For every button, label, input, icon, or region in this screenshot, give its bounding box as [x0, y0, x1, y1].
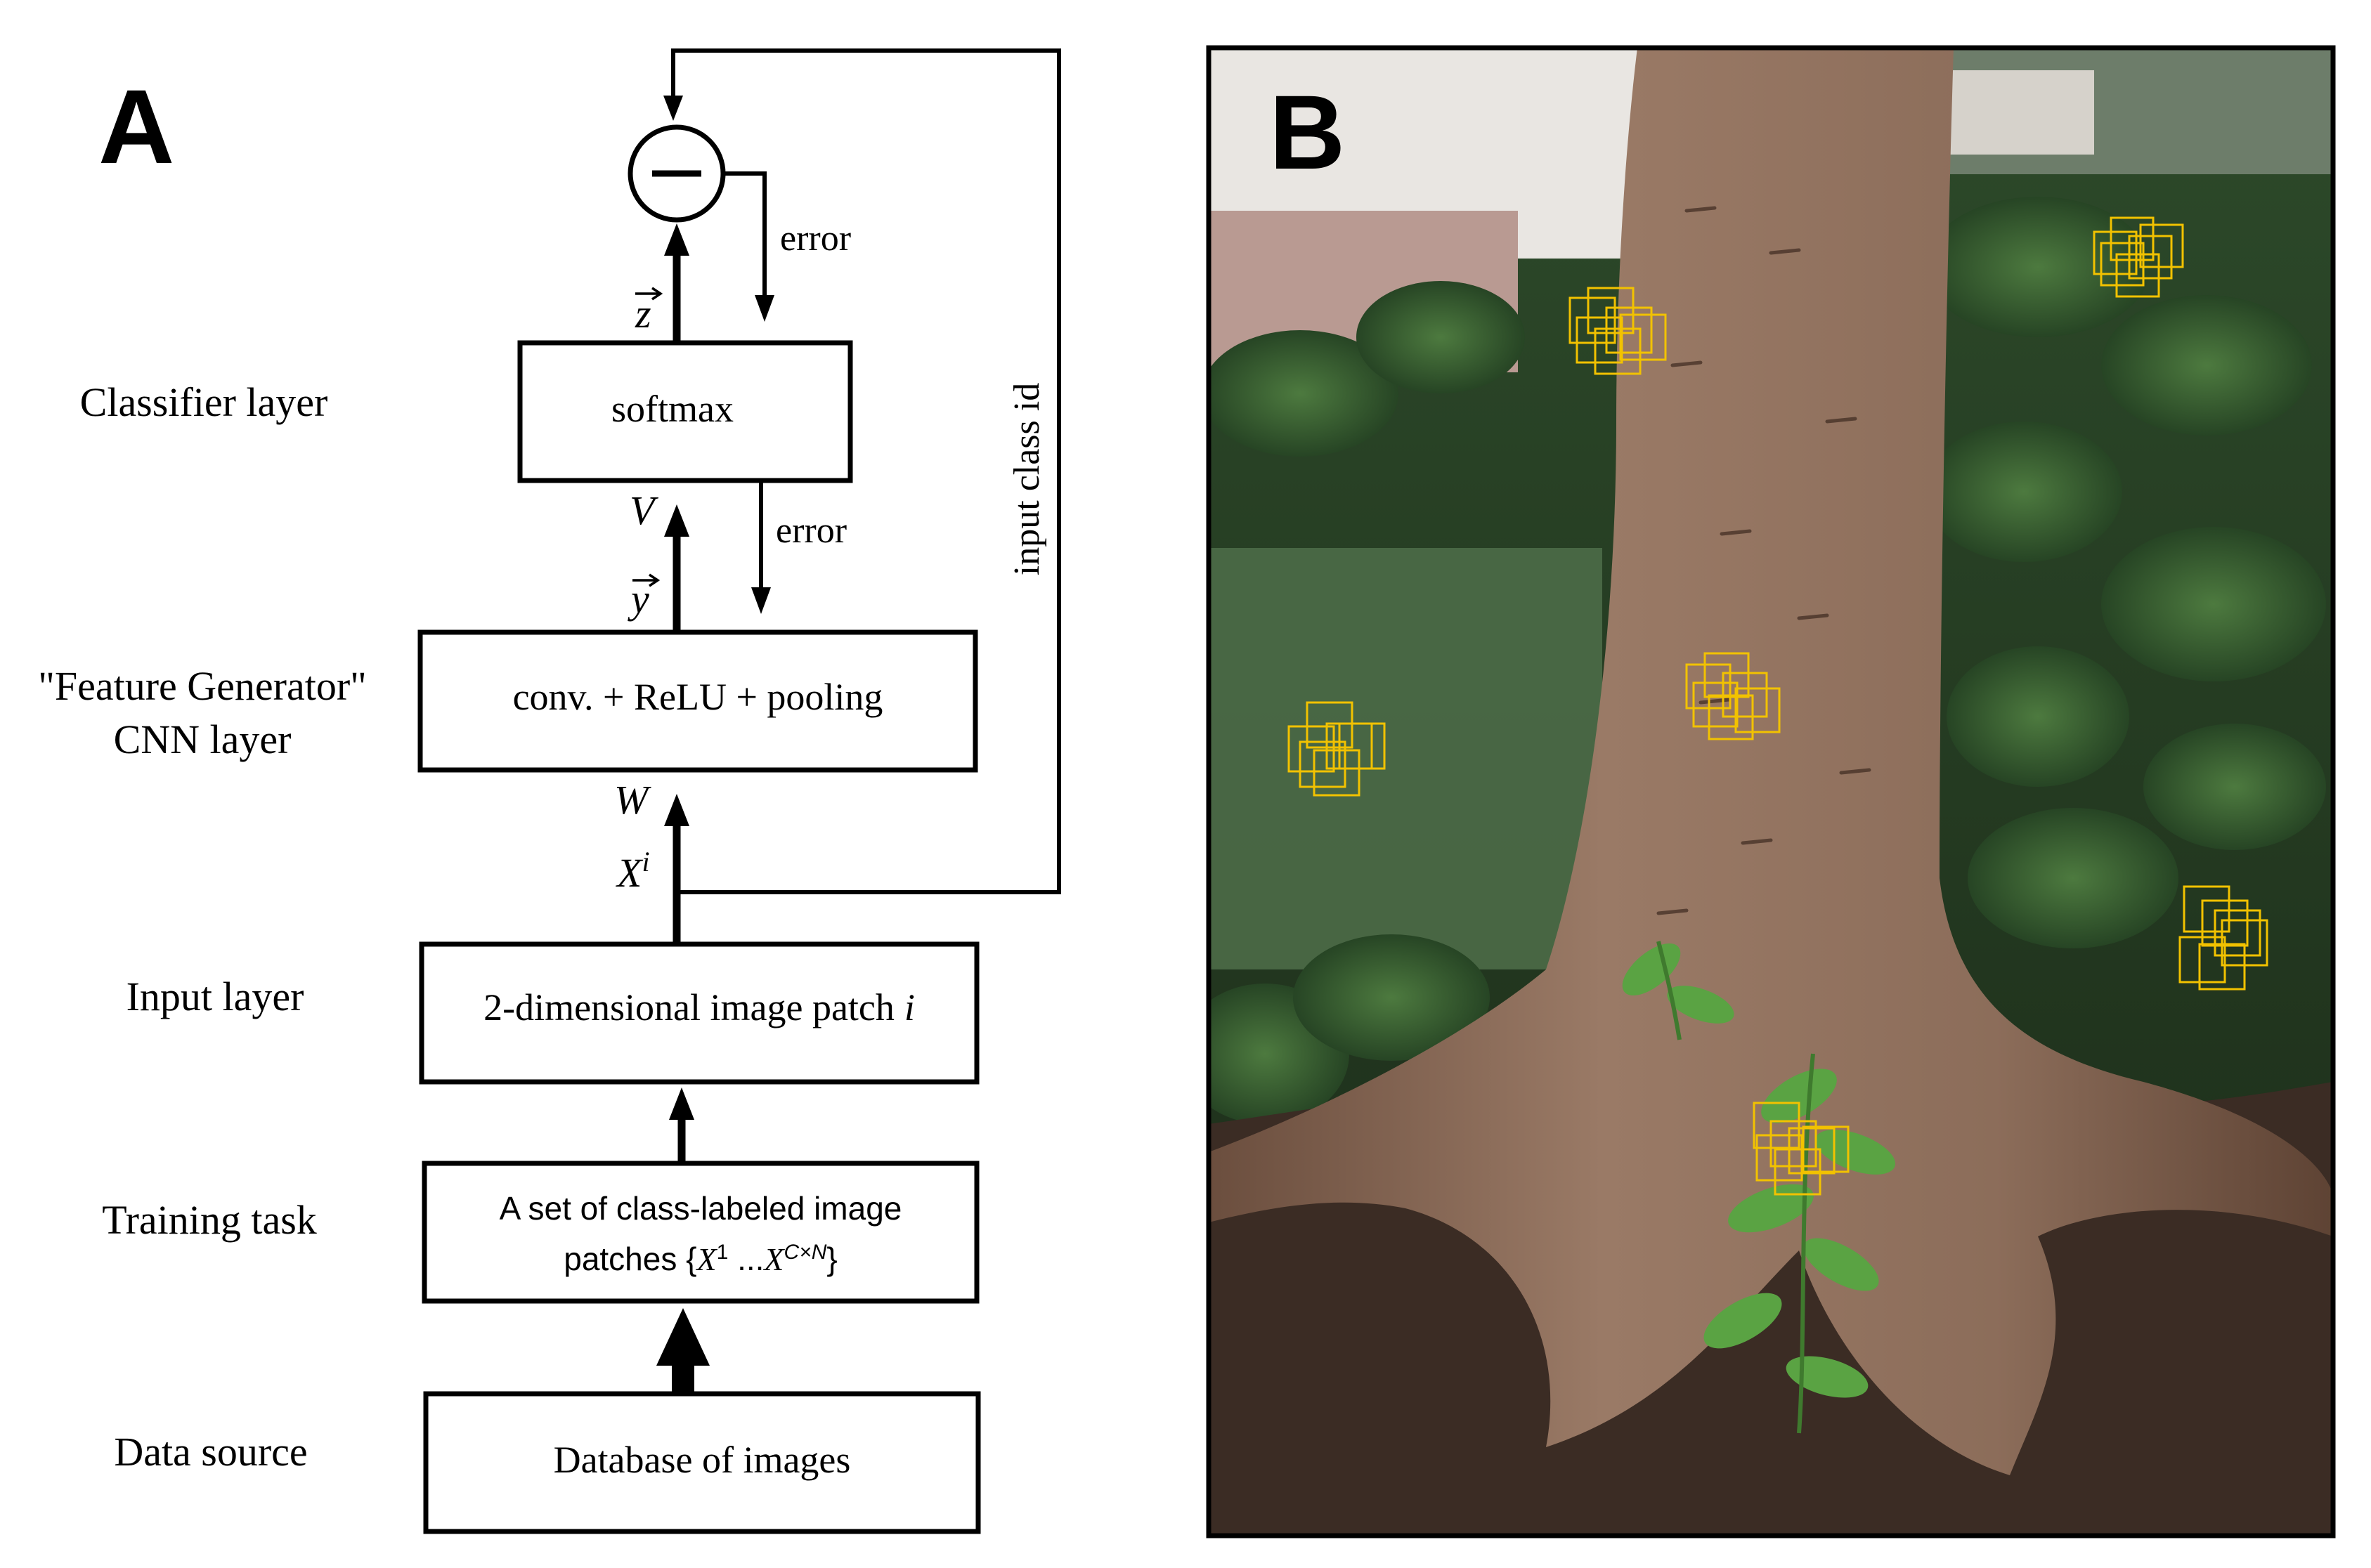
- arrow-set-to-patch-head: [669, 1087, 694, 1120]
- tree-trunk: [1209, 48, 2333, 1475]
- var-z: z: [635, 291, 651, 337]
- row-label-input: Input layer: [126, 974, 304, 1019]
- background-building: [1940, 70, 2094, 155]
- patch-cluster-4: [1287, 701, 1386, 797]
- row-label-data: Data source: [114, 1429, 307, 1475]
- class-id-loop-head: [663, 96, 683, 121]
- grass-patch: [1209, 548, 1602, 969]
- patch-cluster-2: [2093, 216, 2184, 298]
- arrow-softmax-to-node-head: [664, 223, 689, 256]
- patch-clusters: [1287, 216, 2268, 1196]
- row-label-classifier: Classifier layer: [80, 379, 328, 425]
- training-set-line2: patches {X1 ...XC×N}: [564, 1241, 838, 1278]
- error-arrow-top-line: [723, 171, 767, 295]
- error-label-top: error: [780, 218, 851, 259]
- row-label-cnn-layer: CNN layer: [114, 717, 292, 762]
- error-label-mid: error: [776, 511, 847, 551]
- training-set-line1: A set of class-labeled image: [500, 1190, 902, 1227]
- set-prefix: patches {: [564, 1241, 696, 1277]
- panel-a-letter: A: [98, 67, 174, 185]
- panel-b-photo: B: [1206, 45, 2336, 1538]
- training-set-box: [422, 1161, 980, 1304]
- arrow-conv-to-softmax-head: [664, 504, 689, 537]
- var-v: V: [630, 488, 659, 533]
- arrow-db-to-set: [672, 1363, 694, 1395]
- class-id-loop: [671, 48, 1061, 894]
- arrow-db-to-set-head: [656, 1308, 710, 1366]
- database-box: [423, 1391, 981, 1534]
- bark-texture: [1656, 206, 1871, 915]
- softmax-label: softmax: [611, 388, 734, 430]
- set-suffix: }: [826, 1241, 837, 1277]
- patch-cluster-1: [1568, 287, 1667, 375]
- row-label-feature-generator: "Feature Generator": [38, 663, 367, 709]
- photo-content: [1209, 48, 2333, 1536]
- var-x-base: X: [616, 850, 644, 896]
- conv-label: conv. + ReLU + pooling: [513, 676, 883, 718]
- patch-label-var: i: [904, 986, 915, 1028]
- patch-box: [419, 941, 980, 1085]
- set-x2: X: [762, 1241, 785, 1277]
- patch-cluster-6: [1753, 1102, 1850, 1196]
- sapling: [1622, 943, 1896, 1398]
- row-label-training: Training task: [102, 1197, 317, 1243]
- softmax-box: [517, 340, 853, 483]
- sapling-stem: [1656, 941, 1815, 1434]
- ivy-leaves: [1209, 197, 2326, 1124]
- set-sup2: C×N: [784, 1241, 827, 1264]
- set-ellipsis: ...: [728, 1241, 764, 1277]
- set-sup1: 1: [717, 1241, 729, 1264]
- var-y-vector-arrow: [632, 573, 661, 587]
- patch-label-text: 2-dimensional image patch: [483, 986, 895, 1028]
- input-class-id-label: input class id: [1007, 383, 1047, 575]
- database-label: Database of images: [554, 1439, 851, 1481]
- arrow-patch-to-conv-head: [664, 794, 689, 826]
- var-z-vector-arrow: [635, 287, 663, 301]
- panel-a-diagram: A Classifier layer "Feature Generator" C…: [38, 48, 1061, 1534]
- photo-frame: [1206, 45, 2336, 1538]
- var-x: Xi: [616, 846, 650, 896]
- error-arrow-top-head: [755, 295, 774, 322]
- patch-cluster-3: [1685, 652, 1781, 740]
- patch-cluster-5: [2178, 885, 2268, 991]
- set-x1: X: [696, 1241, 718, 1277]
- error-arrow-mid-head: [751, 587, 771, 614]
- panel-b-letter: B: [1269, 73, 1345, 191]
- var-w: W: [614, 777, 651, 823]
- var-y: y: [628, 576, 649, 622]
- conv-box: [417, 629, 978, 773]
- var-x-sup: i: [642, 846, 649, 877]
